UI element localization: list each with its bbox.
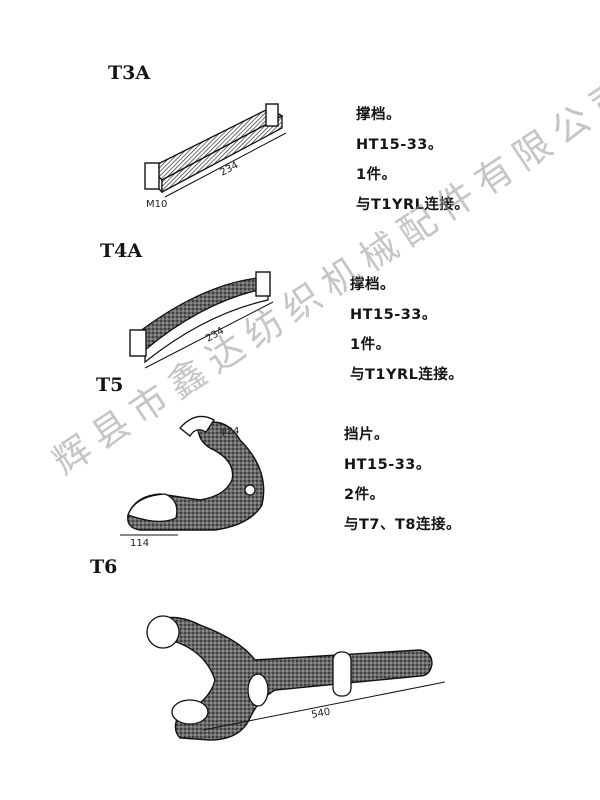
t3a-spec-connection: 与T1YRL连接。 bbox=[356, 197, 470, 213]
part-code-t6: T6 bbox=[90, 556, 118, 578]
t3a-spec-quantity: 1件。 bbox=[356, 167, 397, 183]
part-code-t3a: T3A bbox=[108, 62, 151, 84]
t6-lever bbox=[146, 615, 446, 741]
t3a-dim-m10: M10 bbox=[146, 199, 167, 210]
t3a-spec-name: 撑档。 bbox=[356, 107, 401, 123]
t4a-spec-quantity: 1件。 bbox=[350, 337, 391, 353]
t5-spec-connection: 与T7、T8连接。 bbox=[344, 517, 461, 533]
t5-dim-length: 114 bbox=[130, 538, 149, 549]
t5-spec-material: HT15-33。 bbox=[344, 457, 431, 473]
t6-dim-length: 540 bbox=[310, 707, 331, 721]
t3a-spec-material: HT15-33。 bbox=[356, 137, 443, 153]
t4a-bar bbox=[129, 271, 274, 369]
t4a-spec-material: HT15-33。 bbox=[350, 307, 437, 323]
t5-spec: 挡片。 HT15-33。 2件。 与T7、T8连接。 bbox=[344, 420, 461, 540]
t5-plate bbox=[120, 415, 265, 536]
t4a-spec-connection: 与T1YRL连接。 bbox=[350, 367, 464, 383]
t5-spec-name: 挡片。 bbox=[344, 427, 389, 443]
t4a-spec: 撑档。 HT15-33。 1件。 与T1YRL连接。 bbox=[350, 270, 463, 390]
t4a-spec-name: 撑档。 bbox=[350, 277, 395, 293]
t5-spec-quantity: 2件。 bbox=[344, 487, 385, 503]
part-code-t4a: T4A bbox=[100, 240, 143, 262]
t3a-spec: 撑档。 HT15-33。 1件。 与T1YRL连接。 bbox=[356, 100, 469, 220]
t3a-dim-length: 234 bbox=[218, 160, 240, 179]
t3a-bar bbox=[144, 103, 287, 198]
part-code-t5: T5 bbox=[96, 374, 124, 396]
t5-dim-diameter: φ24 bbox=[220, 426, 239, 437]
